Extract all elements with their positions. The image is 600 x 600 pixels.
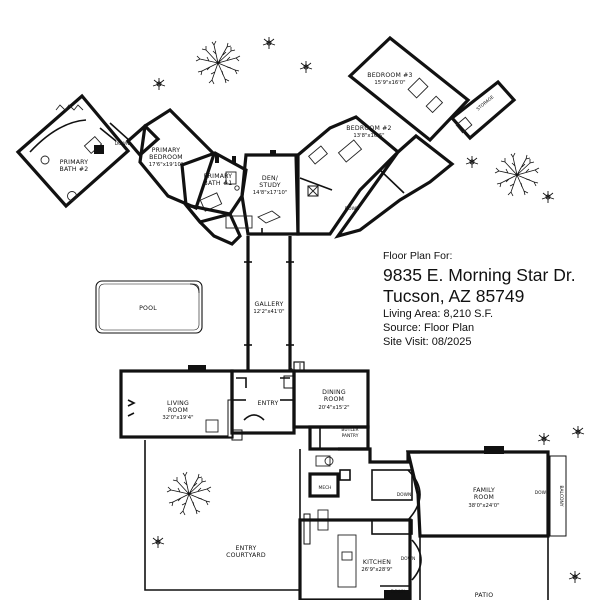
family-room-dims: 38'0"x24'0" xyxy=(468,503,499,509)
bedroom-3-label: BEDROOM #3 xyxy=(367,72,412,79)
main-living xyxy=(119,361,370,451)
family-room-label: FAMILY xyxy=(473,487,495,494)
living-area-line: Living Area: 8,210 S.F. xyxy=(383,307,576,321)
tree-north xyxy=(195,40,241,85)
gallery-label: GALLERY xyxy=(255,301,284,308)
primary-bath-1-label: PRIMARY xyxy=(204,173,233,180)
gallery-dims: 12'2"x41'0" xyxy=(253,309,284,315)
down-label: DOWN xyxy=(391,589,405,595)
den-study-label: DEN/ xyxy=(262,175,279,182)
kitchen-dims: 26'9"x28'9" xyxy=(361,567,392,573)
site-visit-label: Site Visit: xyxy=(383,336,429,348)
dining-room-label: ROOM xyxy=(324,396,344,403)
shrub xyxy=(299,60,313,74)
pool xyxy=(95,280,203,334)
down-label: DOWN xyxy=(397,492,411,498)
floor-plan-info: Floor Plan For: 9835 E. Morning Star Dr.… xyxy=(383,249,576,349)
primary-suite xyxy=(15,93,248,246)
shrub xyxy=(465,155,479,169)
entry-courtyard-label: COURTYARD xyxy=(226,552,266,559)
gallery xyxy=(244,236,294,370)
living-area-label: Living Area: xyxy=(383,308,441,320)
source-label: Source: xyxy=(383,322,421,334)
shrub xyxy=(151,535,165,549)
living-area-value: 8,210 S.F. xyxy=(443,308,494,320)
room-labels: PRIMARY BATH #2 PRIMARY BEDROOM 17'6"x19… xyxy=(60,72,564,599)
shrub xyxy=(262,36,276,50)
bedroom-2-dims: 13'8"x16'6" xyxy=(353,133,384,139)
tree-east xyxy=(494,152,540,197)
address-line-2: Tucson, AZ 85749 xyxy=(383,286,525,306)
tree-courtyard xyxy=(166,471,212,516)
kitchen-label: KITCHEN xyxy=(363,559,391,566)
entry-label: ENTRY xyxy=(258,400,279,407)
source-value: Floor Plan xyxy=(423,322,475,334)
shrub xyxy=(568,570,582,584)
pool-label: POOL xyxy=(139,305,157,312)
down-label: DOWN xyxy=(345,206,359,212)
shrub xyxy=(152,77,166,91)
east-bedrooms xyxy=(296,35,517,239)
butler-pantry-label: BUTLER xyxy=(341,427,358,433)
family-room-label: ROOM xyxy=(474,494,494,501)
down-label: DOWN xyxy=(115,141,129,147)
primary-bedroom-label: BEDROOM xyxy=(149,154,183,161)
den-study-label: STUDY xyxy=(259,182,280,189)
down-label: DOWN xyxy=(401,556,415,562)
primary-bedroom-label: PRIMARY xyxy=(152,147,181,154)
balcony-label: BALCONY xyxy=(558,486,564,507)
patio-label: PATIO xyxy=(475,592,494,599)
down-label: DOWN xyxy=(535,490,549,496)
bedroom-3-dims: 15'9"x16'0" xyxy=(374,80,405,86)
kitchen-family xyxy=(144,440,567,600)
shrub xyxy=(571,425,585,439)
den-study-dims: 14'8"x17'10" xyxy=(253,190,288,196)
site-visit-value: 08/2025 xyxy=(431,336,472,348)
source-line: Source: Floor Plan xyxy=(383,321,576,335)
entry-courtyard-label: ENTRY xyxy=(236,545,257,552)
living-room-label: LIVING xyxy=(167,400,189,407)
info-heading: Floor Plan For: xyxy=(383,250,453,262)
primary-bedroom-dims: 17'6"x19'10" xyxy=(149,162,184,168)
primary-bath-2-label: PRIMARY xyxy=(60,159,89,166)
shrub xyxy=(541,190,555,204)
living-room-dims: 32'0"x19'4" xyxy=(162,415,193,421)
mech-label: MECH xyxy=(319,485,332,491)
den-study xyxy=(225,150,300,236)
bedroom-2-label: BEDROOM #2 xyxy=(346,125,391,132)
dining-room-dims: 20'4"x15'2" xyxy=(318,405,349,411)
site-visit-line: Site Visit: 08/2025 xyxy=(383,335,576,349)
living-room-label: ROOM xyxy=(168,407,188,414)
primary-bath-2-label: BATH #2 xyxy=(60,166,89,173)
dining-room-label: DINING xyxy=(322,389,346,396)
butler-pantry-label: PANTRY xyxy=(342,433,359,439)
shrub xyxy=(537,432,551,446)
primary-bath-1-label: BATH #1 xyxy=(204,180,233,187)
address-line-1: 9835 E. Morning Star Dr. xyxy=(383,265,576,285)
